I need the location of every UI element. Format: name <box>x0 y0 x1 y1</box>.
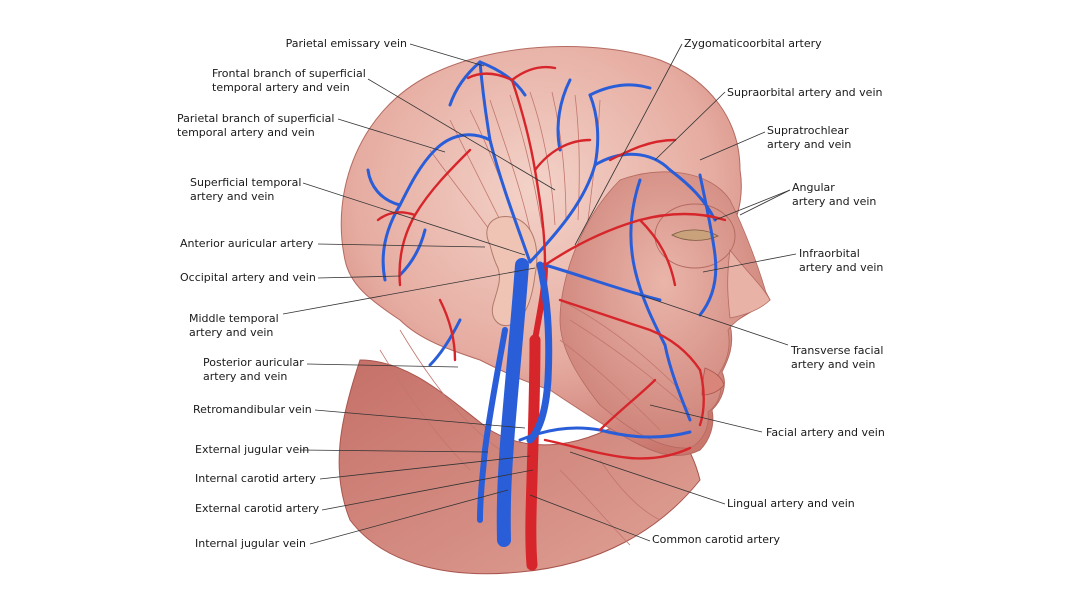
temporal-muscle-striations <box>379 91 691 546</box>
label-line: artery and vein <box>792 194 877 208</box>
label-line: artery and vein <box>189 325 274 339</box>
label-line: artery and vein <box>791 357 876 371</box>
label-line: artery and vein <box>190 189 275 203</box>
label-external-carotid: External carotid artery <box>195 502 319 516</box>
label-line: artery and vein <box>767 137 852 151</box>
label-line: Lingual artery and vein <box>727 497 855 510</box>
label-line: temporal artery and vein <box>177 125 315 139</box>
label-line: Anterior auricular artery <box>180 237 314 250</box>
label-line: Parietal emissary vein <box>285 37 407 50</box>
label-external-jugular: External jugular vein <box>195 443 309 457</box>
label-line: Retromandibular vein <box>193 403 312 416</box>
label-anterior-auricular: Anterior auricular artery <box>180 237 313 251</box>
scalp-arteries <box>376 66 727 460</box>
label-line: Angular <box>792 181 835 194</box>
label-line: artery and vein <box>203 369 288 383</box>
label-common-carotid: Common carotid artery <box>652 533 780 547</box>
label-internal-jugular: Internal jugular vein <box>195 537 306 551</box>
label-line: Supratrochlear <box>767 124 849 137</box>
label-supraorbital: Supraorbital artery and vein <box>727 86 882 100</box>
label-line: Middle temporal <box>189 312 279 325</box>
label-line: Internal carotid artery <box>195 472 316 485</box>
label-line: Parietal branch of superficial <box>177 112 335 125</box>
label-line: Common carotid artery <box>652 533 781 546</box>
label-line: temporal artery and vein <box>212 80 350 94</box>
label-line: External jugular vein <box>195 443 310 456</box>
label-internal-carotid: Internal carotid artery <box>195 472 316 486</box>
label-line: Facial artery and vein <box>766 426 885 439</box>
retromandibular-vein-vessel <box>526 261 553 444</box>
label-line: Occipital artery and vein <box>180 271 316 284</box>
label-occipital: Occipital artery and vein <box>180 271 316 285</box>
internal-jugular-vein-vessel <box>496 258 529 547</box>
label-line: Transverse facial <box>791 344 884 357</box>
label-parietal-emissary-vein: Parietal emissary vein <box>222 37 407 51</box>
label-lingual: Lingual artery and vein <box>727 497 855 511</box>
label-line: Internal jugular vein <box>195 537 306 550</box>
label-line: Superficial temporal <box>190 176 302 189</box>
label-zygomaticoorbital: Zygomaticoorbital artery <box>684 37 822 51</box>
common-carotid-artery-vessel <box>525 334 541 571</box>
label-line: Zygomaticoorbital artery <box>684 37 822 50</box>
label-facial: Facial artery and vein <box>766 426 885 440</box>
label-line: Infraorbital <box>799 247 860 260</box>
label-line: External carotid artery <box>195 502 320 515</box>
label-line: Frontal branch of superficial <box>212 67 366 80</box>
label-line: Posterior auricular <box>203 356 304 369</box>
eye <box>671 229 719 241</box>
label-line: Supraorbital artery and vein <box>727 86 883 99</box>
external-jugular-vein-vessel <box>477 327 508 523</box>
nose <box>727 248 771 319</box>
label-line: artery and vein <box>799 260 884 274</box>
label-retromandibular: Retromandibular vein <box>193 403 312 417</box>
leader-lines <box>282 43 797 545</box>
